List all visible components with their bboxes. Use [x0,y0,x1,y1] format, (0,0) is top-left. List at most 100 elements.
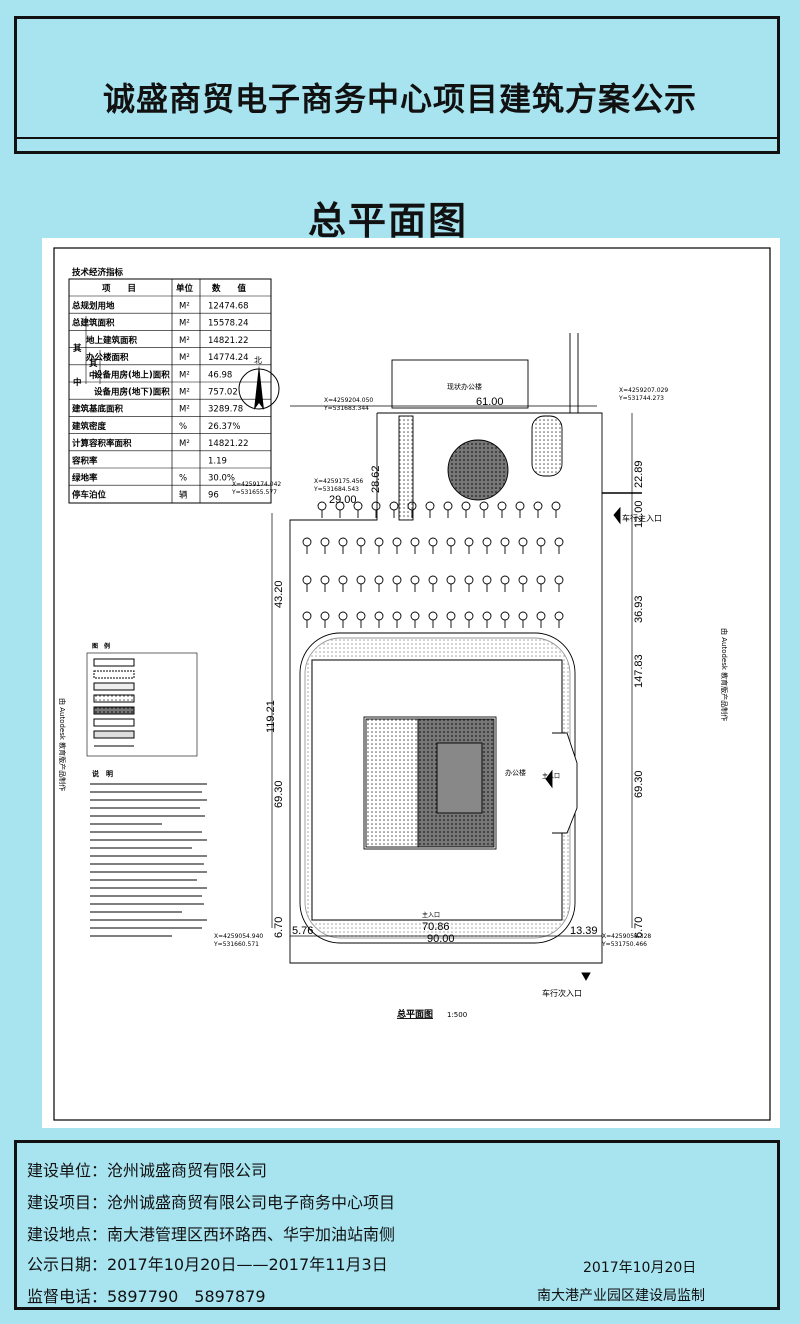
parking-stall [410,537,420,547]
tech-row-value: 30.0% [208,474,235,484]
tech-row-label: 设备用房(地上)面积 [94,369,170,380]
dim-670a: 6.70 [273,917,285,938]
tech-row-unit: % [179,422,187,432]
parking-stall [410,575,420,585]
tech-row-unit: M² [179,439,190,449]
dim-576: 5.76 [292,925,313,937]
parking-stall [443,501,453,511]
tech-row-label: 绿地率 [72,473,98,484]
design-notes: 说 明 [90,769,207,937]
coord-6x: X=4259058.328 [602,933,651,940]
parking-stall [338,575,348,585]
dim-7086: 70.86 [422,921,450,933]
dim-2289: 22.89 [633,460,645,488]
tech-table-caption: 技术经济指标 [72,267,124,278]
north-label: 北 [254,356,262,365]
parking-stall [464,575,474,585]
parking-stall [410,611,420,621]
tech-row-value: 15578.24 [208,319,249,329]
side-text-left: 由 Autodesk 教育版产品制作 [58,698,67,791]
parking-stall [356,537,366,547]
parking-stall [479,501,489,511]
main-entrance-label: 车行主入口 [622,513,662,523]
parking-stall [374,611,384,621]
tech-row-label: 办公楼面积 [86,352,129,363]
tech-row-unit: M² [179,370,190,380]
parking-stall [515,501,525,511]
parking-stall [356,575,366,585]
parking-stall [320,537,330,547]
tech-row-label: 总建筑面积 [72,318,115,329]
tech-row-value: 1.19 [208,456,227,466]
tech-row-label: 计算容积率面积 [72,438,132,449]
parking-stall [428,575,438,585]
parking-stall [374,575,384,585]
parking-stall [446,537,456,547]
parking-stall [302,537,312,547]
footer-project: 建设项目：沧州诚盛商贸有限公司电子商务中心项目 [27,1193,396,1212]
tech-row-label: 地上建筑面积 [86,335,138,346]
tech-group-zhong: 中 [73,377,82,388]
tech-row-unit: M² [179,388,190,398]
tech-row-label: 总规划用地 [72,301,115,312]
parking-stall [518,611,528,621]
parking-stall [554,575,564,585]
tech-row-label: 停车泊位 [72,490,107,501]
footer-unit: 建设单位：沧州诚盛商贸有限公司 [27,1161,268,1180]
tech-row-value: 14774.24 [208,353,249,363]
existing-building-label: 现状办公楼 [447,382,482,391]
tech-col-unit: 单位 [176,283,194,294]
parking-stall [518,575,528,585]
tech-row-value: 96 [208,491,219,501]
parking-stall [482,537,492,547]
footer-info: 建设单位：沧州诚盛商贸有限公司 建设项目：沧州诚盛商贸有限公司电子商务中心项目 … [14,1140,780,1310]
tech-row-label: 容积率 [71,455,98,466]
footer-phone: 监督电话：5897790 5897879 [27,1287,266,1306]
coord-5y: Y=531660.571 [213,941,259,948]
parking-stall [302,575,312,585]
parking-stall [461,501,471,511]
dim-29: 29.00 [329,494,357,506]
parking-stall [482,575,492,585]
tech-row-unit: M² [179,405,190,415]
parking-stall [500,537,510,547]
tech-row-value: 26.37% [208,422,240,432]
drawing-heading: 总平面图 [308,199,469,243]
footer-period: 公示日期：2017年10月20日——2017年11月3日 [27,1255,388,1274]
tech-row-unit: M² [179,336,190,346]
parking-stall [446,611,456,621]
parking-stall [428,537,438,547]
parking-stall [428,611,438,621]
existing-office-building [391,359,529,409]
dim-670b: 6.70 [633,917,645,938]
drawing-title: 总平面图 [397,1008,433,1020]
parking-stall [500,611,510,621]
footer-supervisor: 南大港产业园区建设局监制 [537,1288,705,1304]
dim-11921: 119.21 [265,700,277,733]
footer-location: 建设地点：南大港管理区西环路西、华宇加油站南侧 [27,1225,396,1244]
parking-stall [536,575,546,585]
tech-row-value: 14821.22 [208,336,249,346]
parking-stall [518,537,528,547]
coord-4y: Y=531684.543 [313,486,359,493]
dim-1200: 12.00 [633,500,645,528]
parking-stall [356,611,366,621]
tech-row-label: 设备用房(地下)面积 [94,387,170,398]
parking-stall [464,537,474,547]
tech-row-unit: % [179,474,187,484]
parking-stall [554,537,564,547]
dim-14783: 147.83 [633,654,645,688]
parking-stall [554,611,564,621]
parking-stall [482,611,492,621]
dim-4320: 43.20 [273,580,285,608]
plan-labels: 现状办公楼 办公楼 车行主入口 车行次入口 主入口 主入口 总平面图 1:500 [397,382,662,1020]
parking-stall [497,501,507,511]
coord-1x: X=4259204.050 [324,397,373,404]
parking-stall [374,537,384,547]
parking-stall [389,501,399,511]
secondary-entrance-label: 车行次入口 [542,988,582,998]
dimensions: 61.00 29.00 28.62 43.20 119.21 69.30 6.7… [265,396,645,945]
parking-stall [536,537,546,547]
